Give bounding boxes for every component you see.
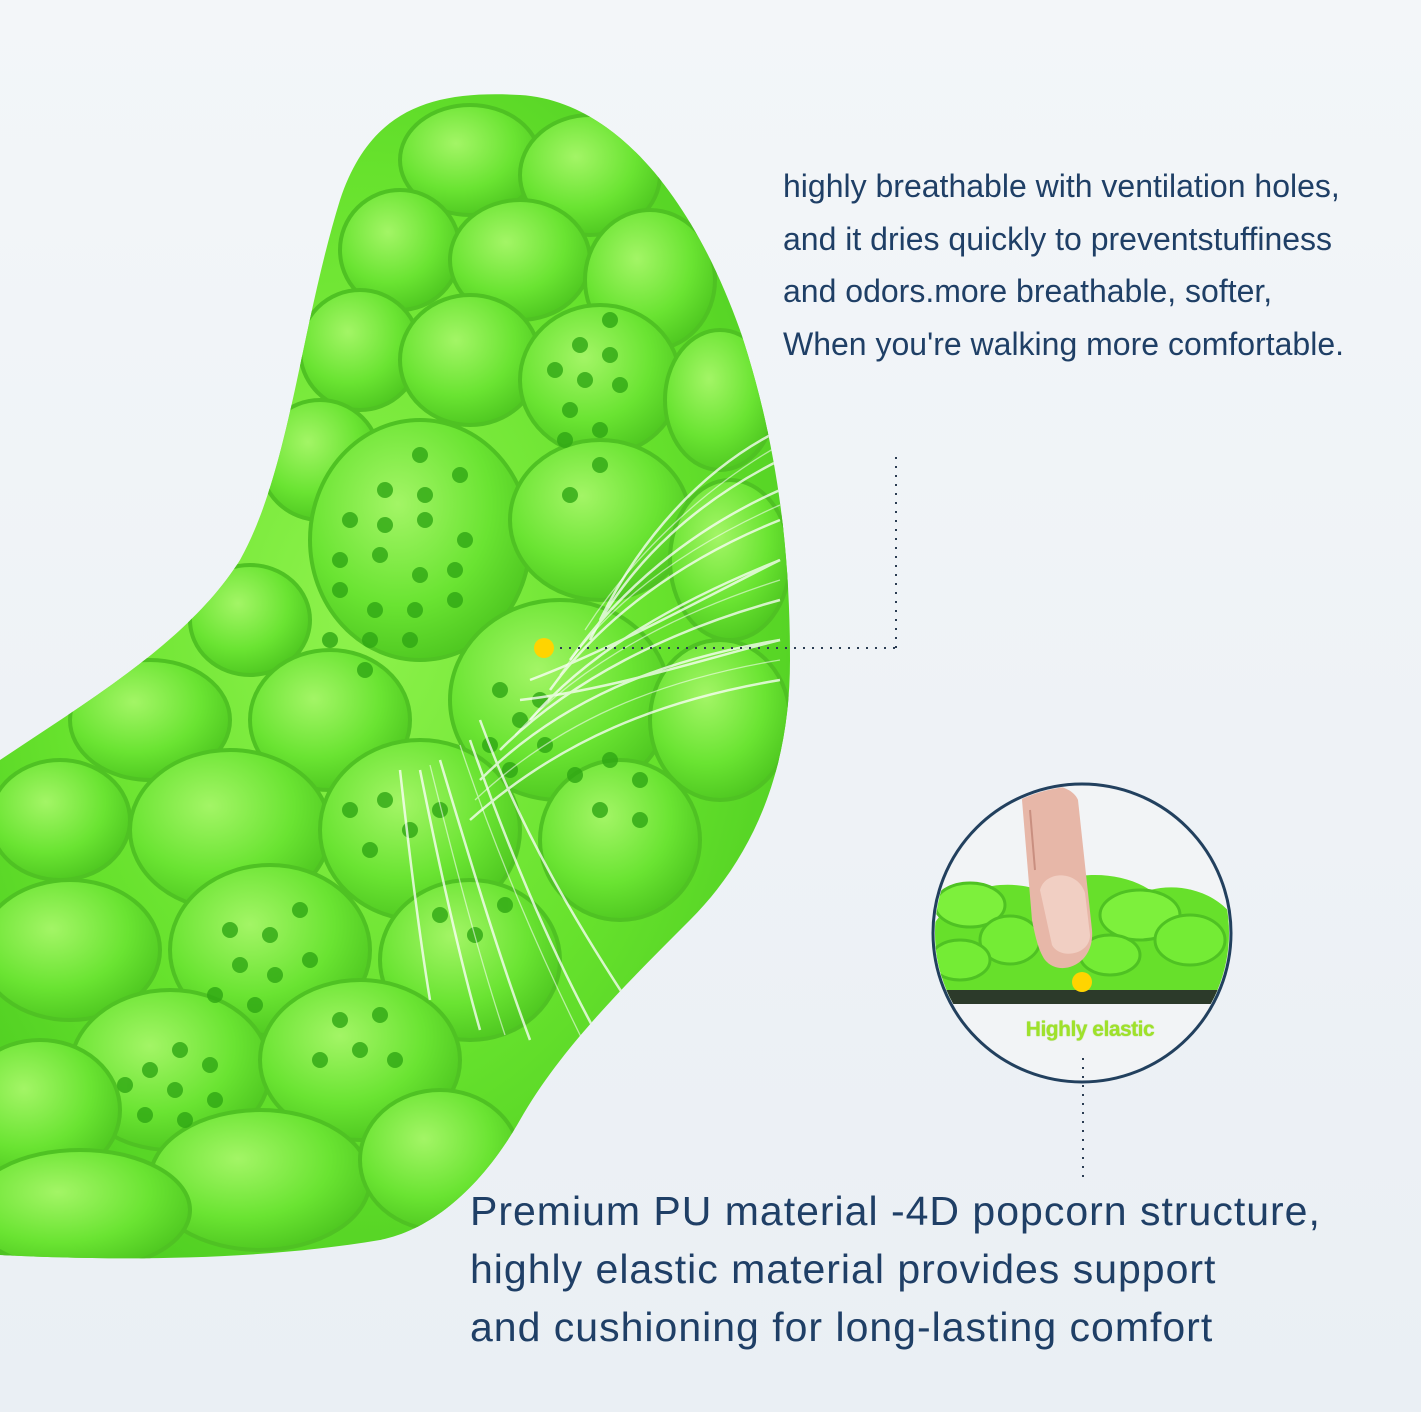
material-line-3: and cushioning for long-lasting comfort [470, 1304, 1214, 1350]
breathable-line-4: When you're walking more comfortable. [783, 325, 1345, 362]
breathable-marker [534, 638, 554, 658]
breathable-line-1: highly breathable with ventilation holes… [783, 168, 1340, 204]
material-line-1: Premium PU material -4D popcorn structur… [470, 1188, 1321, 1234]
elastic-marker [1072, 972, 1092, 992]
breathable-line-3: and odors.more breathable, softer, [783, 273, 1273, 309]
breathable-callout: highly breathable with ventilation holes… [783, 160, 1413, 370]
material-callout: Premium PU material -4D popcorn structur… [470, 1182, 1410, 1356]
breathable-line-2: and it dries quickly to preventstuffines… [783, 220, 1333, 257]
breathable-leader-line [560, 455, 897, 649]
material-line-2: highly elastic material provides support [470, 1246, 1217, 1292]
insole-body [0, 94, 790, 1259]
inset-label: Highly elastic [1025, 1018, 1155, 1041]
finger-press-inset [931, 782, 1233, 1084]
